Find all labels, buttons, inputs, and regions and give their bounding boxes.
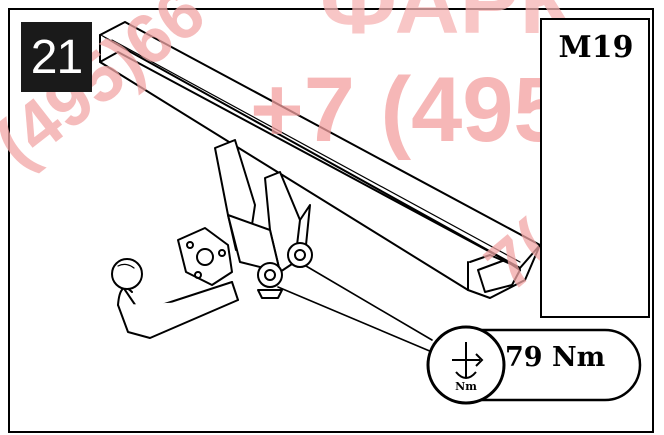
torque-unit-small: Nm <box>455 380 477 393</box>
torque-callout <box>426 325 642 405</box>
crossbeam <box>99 21 541 299</box>
socket-flange <box>177 227 233 286</box>
tow-ball-arm <box>111 258 239 339</box>
tool-inset <box>540 18 650 318</box>
fastener-nuts <box>257 242 313 299</box>
step-number-badge: 21 <box>21 22 92 92</box>
torque-value: 79 Nm <box>505 342 606 373</box>
tool-size-label: M19 <box>558 30 634 65</box>
torque-wrench-icon <box>452 342 484 379</box>
torque-leader-lines <box>277 265 433 353</box>
